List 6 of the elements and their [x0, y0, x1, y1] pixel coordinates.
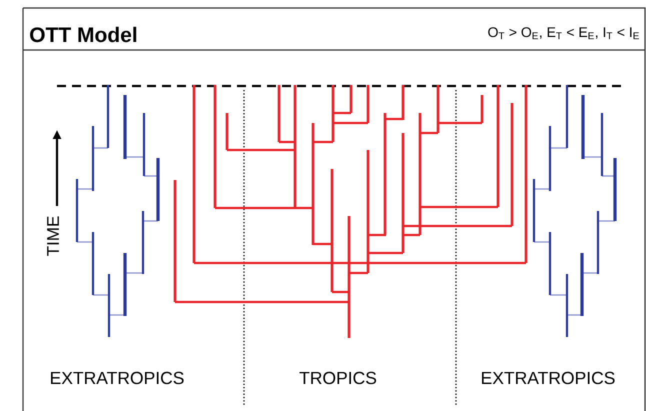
title: OTT Model: [30, 26, 136, 42]
region-label: EXTRATROPICS: [51, 372, 184, 384]
region-label: EXTRATROPICS: [482, 372, 615, 384]
region-label: TROPICS: [300, 372, 376, 384]
axis-label: TIME: [47, 216, 59, 256]
formula-text: O$_{T}$ > O$_{E}$, E$_{T}$ < E$_{E}$, I$_{T}$ < I$_{E}$: [488, 27, 639, 40]
